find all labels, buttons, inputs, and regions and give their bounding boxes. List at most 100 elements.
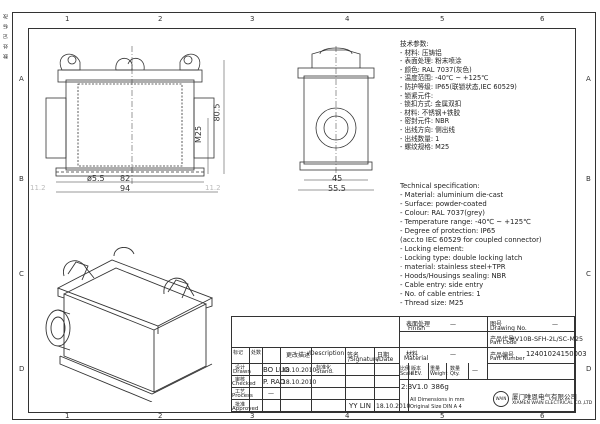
drawing-no-label-cn: 图号 [490,321,503,328]
spec-cn-line: - 表面处理: 粉末喷涂 [400,57,462,66]
rev-label-en: REV. [411,371,422,377]
side-strip-char: 记 [3,34,9,39]
checked-label-cn: 审核 [235,377,246,383]
spec-cn-line: - 螺纹规格: M25 [400,143,450,152]
dim-height: 80.5 [212,103,222,122]
spec-en-line: - Thread size: M25 [400,299,464,307]
part-no-label-en: Part Number [490,356,525,362]
col-desc-cn: 更改描述 [286,352,311,359]
zone-side: C [586,270,591,278]
spec-chinese: 技术参数: - 材料: 压铸铝 - 表面处理: 粉末喷涂 - 颜色: RAL 7… [400,40,517,152]
zone-bottom: 6 [540,412,545,420]
company-logo: WAIN [493,391,509,407]
drawn-date: 18.10.2010 [282,367,317,374]
rev-label-cn: 版本 [411,366,422,372]
zone-bottom: 5 [440,412,445,420]
col-sign-cn: 签名 [347,352,360,359]
dim-thread: M25 [194,125,204,144]
part-no-value: 12401024150003 [526,350,587,358]
spec-en-line: - Surface: powder-coated [400,200,487,208]
side-strip-char: 标 [3,24,9,29]
zone-bottom: 1 [65,412,70,420]
col-count: 处数 [251,350,262,356]
approve-label-cn: 批准 [235,402,246,408]
zone-bottom: 4 [345,412,350,420]
zone-side: A [19,75,24,83]
company-name-cn: 厦门唯恩电气有限公司 [512,393,577,401]
drawing-frame-inner [28,28,576,413]
finish-label-cn: 表面处理 [406,321,431,328]
dim-left-offset: 11.2 [30,184,46,192]
zone-side: B [586,175,591,183]
zone-top: 3 [250,15,255,23]
qty-label-en: Qty. [450,371,460,377]
drawing-no-label-en: Drawing No. [490,325,527,332]
revision-side-strip: 改 标 记 处 数 [0,0,12,424]
zone-top: 6 [540,15,545,23]
zone-side: C [19,270,24,278]
col-date-en: /Date [377,356,394,363]
material-value: — [450,351,456,358]
process-label-en: Process [232,393,253,399]
qty-value: — [472,367,478,374]
spec-en-line: (acc.to IEC 60529 for coupled connector) [400,236,542,244]
process-label-cn: 工艺 [235,389,246,395]
std-label-cn: 标准化 [316,365,332,371]
spec-cn-line: - 材料: 压铸铝 [400,48,442,57]
spec-cn-line: - 出线数量: 1 [400,134,440,143]
weight-label-cn: 重量 [430,366,441,372]
spec-cn-line: - 防护等级: IP65(联锁状态,IEC 60529) [400,82,517,91]
col-mark: 标记 [233,350,244,356]
drawn-label-cn: 设计 [235,365,246,371]
spec-cn-line: - 出线方向: 侧出线 [400,125,455,134]
spec-en-line: - Temperature range: -40℃ ~ +125℃ [400,218,531,226]
dim-depth-outer: 55.5 [328,184,346,193]
material-label-en: Material [404,355,429,362]
zone-top: 2 [158,15,163,23]
spec-cn-line: - 颜色: RAL 7037(灰色) [400,65,472,74]
spec-en-line: - Degree of protection: IP65 [400,227,496,235]
spec-cn-line: - 密封元件: NBR [400,117,450,126]
side-strip-char: 处 [3,44,9,49]
col-date-cn: 日期 [377,352,390,359]
approve-date: 18.10.2010 [376,403,411,410]
spec-cn-line: · 锁扣方式: 金属双扣 [400,100,462,109]
zone-side: D [19,365,25,373]
zone-side: A [586,75,591,83]
side-strip-char: 数 [3,54,9,59]
spec-cn-line: - 锁紧元件: [400,91,434,100]
part-code-label-en: Part Code [490,340,517,346]
part-no-label-cn: 产品编号 [490,352,515,359]
std-label-en: Stand. [316,369,334,375]
dim-hole: ø5.5 [87,174,105,183]
weight-label-en: Weight [430,371,448,377]
spec-cn-line: - 温度范围: -40℃ ~ +125℃ [400,74,489,83]
zone-bottom: 2 [158,412,163,420]
spec-cn-line: · 材料: 不锈钢+铁胶 [400,108,461,117]
spec-en-line: Technical specification: [400,182,480,190]
title-block: 表面处理 Finish — 图号 Drawing No. — 材料 Materi… [231,316,592,413]
company-name-en: XIAMEN WAIN ELECTRICAL CO.,LTD [512,401,593,406]
zone-side: D [586,365,592,373]
zone-side: B [19,175,24,183]
note-original-size: Original Size DIN A 4 [410,404,462,410]
finish-label-en: Finish [408,325,426,332]
side-strip-char: 改 [3,14,9,19]
checked-name: P. RAO [263,378,286,386]
spec-en-line: - Hoods/Housings sealing: NBR [400,272,507,280]
scale-label-cn: 比例 [400,366,411,372]
drawing-no-value: — [552,321,558,328]
front-view-drawing [45,46,225,193]
spec-en-line: - Material: aluminium die-cast [400,191,504,199]
side-view-drawing [297,46,375,191]
qty-label-cn: 数量 [450,366,461,372]
zone-top: 1 [65,15,70,23]
isometric-view-drawing [45,247,214,402]
note-dimensions: All Dimensions in mm [410,397,465,403]
spec-en-line: · Locking type: double locking latch [400,254,523,262]
approve-label-en: Approved [232,406,259,412]
drawn-name: BO LUO [263,366,290,374]
material-label-cn: 材料 [406,351,419,358]
drawn-label-en: Drawn [233,369,251,375]
process-name: — [268,390,274,397]
